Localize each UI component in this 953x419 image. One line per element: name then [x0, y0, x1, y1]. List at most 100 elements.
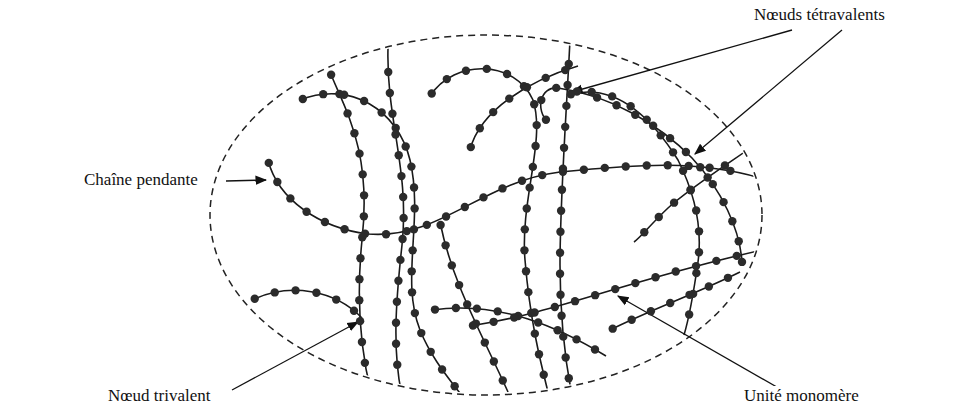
monomer-dot — [462, 66, 470, 74]
leader-line — [695, 30, 842, 154]
network-boundary — [210, 35, 762, 395]
monomer-dot — [608, 92, 616, 100]
monomer-dot — [350, 129, 358, 137]
monomer-dot — [559, 165, 567, 173]
monomer-dot — [302, 208, 310, 216]
monomer-dot — [408, 267, 416, 275]
monomer-dot — [438, 365, 446, 373]
monomer-dot — [565, 60, 573, 68]
monomer-dot — [392, 319, 400, 327]
monomer-dot — [556, 228, 564, 236]
monomer-dot — [397, 172, 405, 180]
monomer-dot — [679, 167, 687, 175]
monomer-dot — [733, 252, 741, 260]
monomer-dot — [627, 316, 635, 324]
monomer-dot — [571, 297, 579, 305]
leader-line — [618, 296, 782, 390]
monomer-dot — [687, 186, 695, 194]
monomer-dot — [558, 186, 566, 194]
monomer-dot — [356, 254, 364, 262]
monomer-dot — [703, 173, 711, 181]
monomer-dot — [524, 288, 532, 296]
monomer-dot — [417, 329, 425, 337]
monomer-dot — [666, 134, 674, 142]
polymer-chains — [252, 40, 762, 396]
monomer-dot — [685, 310, 693, 318]
polymer-chain — [634, 140, 762, 242]
polymer-chain — [470, 66, 578, 150]
monomer-dot — [530, 100, 538, 108]
monomer-dot — [521, 225, 529, 233]
monomer-dot — [551, 303, 559, 311]
monomer-dot — [559, 332, 567, 340]
monomer-dot — [423, 221, 431, 229]
monomer-dot — [561, 353, 569, 361]
polymer-chain — [610, 272, 740, 330]
monomer-dot — [299, 95, 307, 103]
monomer-dot — [580, 165, 588, 173]
monomer-dot — [631, 279, 639, 287]
monomer-dot — [332, 295, 340, 303]
monomer-dot — [719, 198, 727, 206]
monomer-dot — [436, 221, 444, 229]
monomer-dot — [327, 71, 335, 79]
monomer-dot — [503, 70, 511, 78]
monomer-dot — [622, 162, 630, 170]
monomer-dot — [532, 121, 540, 129]
leader-line — [226, 180, 266, 181]
monomer-dot — [535, 350, 543, 358]
monomer-dot — [410, 183, 418, 191]
monomer-dot — [670, 198, 678, 206]
monomer-dot — [382, 230, 390, 238]
monomer-dot — [403, 227, 411, 235]
leader-line — [572, 30, 792, 92]
monomer-dot — [265, 159, 273, 167]
monomer-dot — [335, 90, 343, 98]
monomer-dot — [355, 296, 363, 304]
monomer-dot — [728, 217, 736, 225]
monomer-dot — [523, 83, 531, 91]
monomer-dot — [396, 256, 404, 264]
monomer-dot — [552, 84, 560, 92]
monomer-dot — [529, 163, 537, 171]
monomer-dot — [562, 102, 570, 110]
monomer-dot — [692, 206, 700, 214]
monomer-dot — [391, 130, 399, 138]
monomer-dot — [553, 326, 561, 334]
monomer-dot — [360, 212, 368, 220]
monomer-dot — [542, 116, 550, 124]
monomer-dot — [358, 338, 366, 346]
monomer-dot — [640, 228, 648, 236]
monomer-dot — [443, 75, 451, 83]
monomer-dot — [522, 267, 530, 275]
monomer-dot — [591, 345, 599, 353]
monomer-dot — [291, 286, 299, 294]
monomer-dot — [695, 227, 703, 235]
monomer-dot — [712, 257, 720, 265]
callout-label: Unité monomère — [742, 386, 861, 406]
monomer-dot — [455, 281, 463, 289]
monomer-dot — [721, 161, 729, 169]
monomer-dot — [657, 131, 665, 139]
monomer-dot — [408, 288, 416, 296]
monomer-dot — [377, 108, 385, 116]
polymer-chain — [432, 308, 606, 356]
monomer-dot — [490, 357, 498, 365]
monomer-dot — [523, 204, 531, 212]
monomer-dot — [556, 249, 564, 257]
monomer-dot — [724, 274, 732, 282]
monomer-dot — [534, 318, 542, 326]
monomer-dot — [319, 90, 327, 98]
monomer-dot — [510, 313, 518, 321]
monomer-dot — [695, 248, 703, 256]
monomer-dot — [355, 275, 363, 283]
leader-line — [232, 322, 358, 390]
polymer-chain — [252, 290, 362, 318]
monomer-dot — [356, 317, 364, 325]
polymer-chain — [470, 250, 762, 326]
leader-lines — [226, 30, 842, 390]
monomer-dot — [705, 282, 713, 290]
monomer-dot — [442, 212, 450, 220]
monomer-dot — [498, 184, 506, 192]
